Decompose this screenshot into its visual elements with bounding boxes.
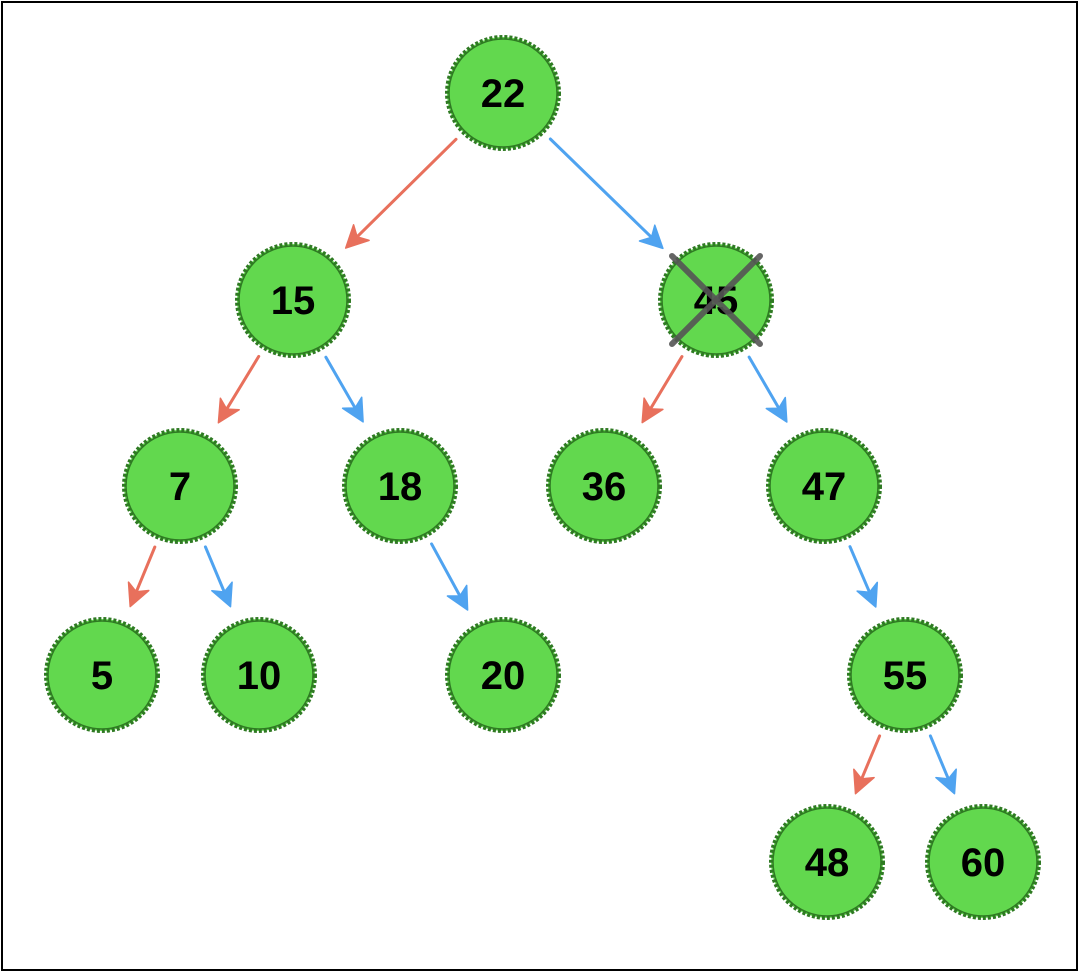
edge-n7-n10-right-arrow [203,545,233,608]
edge-n45-n47-right-arrow [747,355,788,423]
node-circle-inner-ring [928,807,1038,917]
edge-n55-n48-left-arrow [853,734,882,795]
tree-node-18: 18 [342,428,458,544]
node-circle [445,617,561,733]
node-circle-inner-ring [448,620,558,730]
node-circle [201,617,317,733]
node-circle-inner-ring [661,245,771,355]
edge-n22-n45-right-arrow [548,137,664,250]
tree-node-15: 15 [235,242,351,358]
node-circle-inner-ring [769,431,879,541]
node-label: 18 [378,465,423,509]
node-circle [546,428,662,544]
node-circle-inner-ring [448,38,558,148]
node-circle-inner-ring [238,245,348,355]
node-label: 15 [271,279,316,323]
tree-node-10: 10 [201,617,317,733]
node-label: 36 [582,465,627,509]
tree-node-48: 48 [769,804,885,920]
node-circle-inner-ring [549,431,659,541]
node-label: 22 [481,72,526,116]
node-label: 55 [883,654,928,698]
node-label: 10 [237,654,282,698]
tree-node-36: 36 [546,428,662,544]
node-circle [342,428,458,544]
node-circle [925,804,1041,920]
tree-node-60: 60 [925,804,1041,920]
node-circle [766,428,882,544]
node-circle [445,35,561,151]
edge-n47-n55-right-arrow [848,545,879,608]
node-circle-inner-ring [204,620,314,730]
edge-n55-n60-right-arrow [928,734,957,795]
node-label: 47 [802,465,847,509]
node-circle [769,804,885,920]
edge-n15-n18-right-arrow [324,355,364,423]
node-circle [44,617,160,733]
tree-node-55: 55 [847,617,963,733]
edge-n45-n36-left-arrow [641,355,684,424]
node-circle-inner-ring [772,807,882,917]
node-label: 60 [961,841,1006,885]
edges-layer [127,137,957,795]
node-label: 7 [169,465,191,509]
edge-n18-n20-right-arrow [430,542,469,611]
edge-n7-n5-left-arrow [127,545,157,608]
tree-node-7: 7 [122,428,238,544]
node-circle [847,617,963,733]
node-circle-inner-ring [125,431,235,541]
cross-out-icon [669,253,763,347]
nodes-layer: 22 15 45 7 18 36 47 5 10 20 55 48 60 [44,35,1041,920]
node-circle [235,242,351,358]
node-circle [122,428,238,544]
node-circle-inner-ring [345,431,455,541]
tree-node-20: 20 [445,617,561,733]
node-circle-inner-ring [850,620,960,730]
tree-node-47: 47 [766,428,882,544]
tree-node-22: 22 [445,35,561,151]
node-label: 5 [91,654,113,698]
tree-node-5: 5 [44,617,160,733]
node-label: 48 [805,841,850,885]
edge-n22-n15-left-arrow [344,137,458,249]
tree-node-45: 45 [658,242,774,358]
node-circle-inner-ring [47,620,157,730]
node-label: 20 [481,654,526,698]
edge-n15-n7-left-arrow [217,354,261,424]
